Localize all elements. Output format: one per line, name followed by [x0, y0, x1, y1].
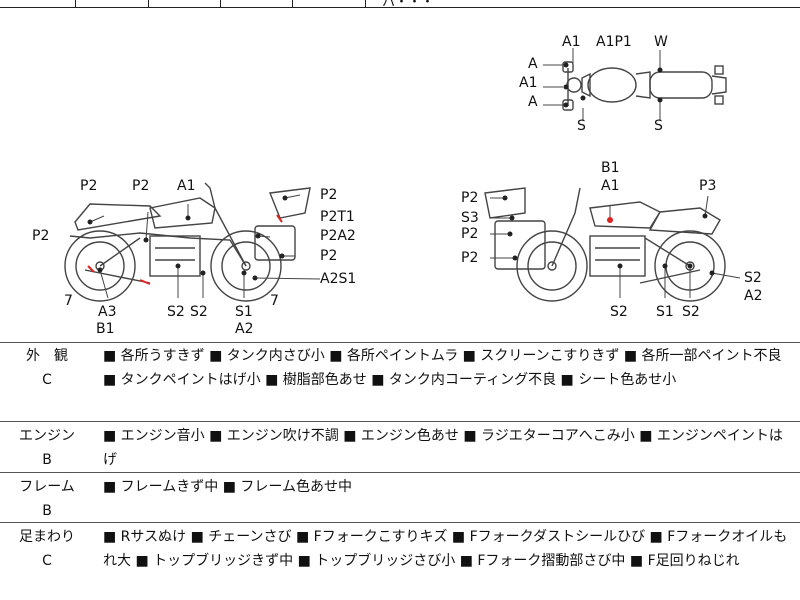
point-markers: [87, 62, 715, 281]
label-right-a2: A2: [744, 288, 763, 304]
label-right-s2-rear: S2: [744, 270, 762, 286]
label-right-p3: P3: [699, 178, 717, 194]
label-top-a1-side: A1: [519, 75, 538, 91]
category-suspension: 足まわり C: [0, 525, 94, 573]
motorcycle-right-view: [484, 187, 726, 302]
label-top-a-bottom: A: [528, 94, 538, 110]
label-left-b1: B1: [96, 321, 115, 337]
label-left-a2s1: A2S1: [320, 271, 357, 287]
label-left-p2-rear-top: P2: [80, 178, 98, 194]
label-top-w: W: [654, 34, 668, 50]
label-top-s-front: S: [577, 118, 586, 134]
motorcycle-top-view: [562, 61, 727, 111]
label-right-a1: A1: [601, 178, 620, 194]
motorcycle-left-view: [64, 182, 311, 302]
exterior-notes: ■ 各所うすきず ■ タンク内さび小 ■ 各所ペイントムラ ■ スクリーンこすり…: [103, 348, 782, 388]
section-divider: [0, 472, 800, 473]
damage-diagram: A1 A1P1 W A A1 A S S P2 P2 A1 P2 P2 P2T1…: [0, 8, 800, 342]
category-grade: B: [42, 503, 52, 519]
section-divider: [0, 421, 800, 422]
label-top-a1p1: A1P1: [596, 34, 632, 50]
label-left-p2a2: P2A2: [320, 228, 356, 244]
label-left-7-rear: 7: [64, 293, 73, 309]
label-right-s1: S1: [656, 304, 674, 320]
category-grade: C: [42, 372, 52, 388]
label-left-a3: A3: [98, 304, 117, 320]
label-left-s1: S1: [235, 304, 253, 320]
section-divider: [0, 342, 800, 343]
label-top-a: A: [528, 56, 538, 72]
category-frame: フレーム B: [0, 475, 94, 523]
motorcycle-drawings: [64, 48, 741, 302]
category-name: フレーム: [19, 479, 75, 495]
label-left-7-front: 7: [270, 293, 279, 309]
category-engine: エンジン B: [0, 424, 94, 472]
label-right-p2-mid: P2: [461, 226, 479, 242]
category-name: エンジン: [19, 428, 75, 444]
label-left-a1-tank: A1: [177, 178, 196, 194]
category-name: 足まわり: [19, 529, 75, 545]
label-right-s3: S3: [461, 210, 479, 226]
section-divider: [0, 522, 800, 523]
label-left-p2-screen: P2: [320, 187, 338, 203]
label-right-p2-low: P2: [461, 250, 479, 266]
top-partial-text: ハ・・・: [382, 0, 435, 10]
category-name: 外 観: [26, 348, 68, 364]
label-left-s2-a: S2: [167, 304, 185, 320]
frame-notes: ■ フレームきず中 ■ フレーム色あせ中: [103, 479, 352, 495]
label-left-s2-b: S2: [190, 304, 208, 320]
category-exterior: 外 観 C: [0, 344, 94, 392]
leader-lines: [89, 48, 741, 299]
label-left-p2-seat: P2: [132, 178, 150, 194]
label-right-p2-screen: P2: [461, 190, 479, 206]
label-left-p2-fairing: P2: [320, 248, 338, 264]
engine-notes: ■ エンジン音小 ■ エンジン吹け不調 ■ エンジン色あせ ■ ラジエターコアへ…: [103, 428, 783, 468]
label-left-p2t1: P2T1: [320, 209, 355, 225]
label-right-s2-b: S2: [682, 304, 700, 320]
label-left-a2: A2: [235, 321, 254, 337]
category-grade: C: [42, 553, 52, 569]
label-top-s-rear: S: [654, 118, 663, 134]
label-top-a1: A1: [562, 34, 581, 50]
label-right-b1: B1: [601, 160, 620, 176]
label-left-p2-rear: P2: [32, 228, 50, 244]
damage-marks: [87, 214, 283, 285]
category-grade: B: [42, 452, 52, 468]
top-divider: [0, 7, 800, 8]
suspension-notes: ■ Rサスぬけ ■ チェーンさび ■ Fフォークこすりキズ ■ Fフォークダスト…: [103, 529, 788, 569]
label-right-s2-engine: S2: [610, 304, 628, 320]
top-table-strip: [0, 0, 800, 8]
